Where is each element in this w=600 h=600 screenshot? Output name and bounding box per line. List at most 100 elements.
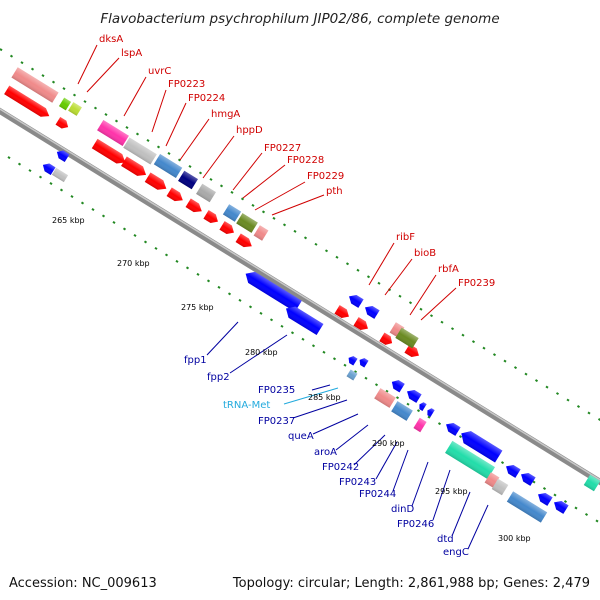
scale-tick-label: 280 kbp	[245, 348, 278, 357]
gc-dot	[269, 318, 274, 322]
leader-line	[123, 76, 147, 117]
gene-label: FP0239	[458, 278, 495, 289]
gene-block	[51, 167, 69, 183]
leader-line	[292, 399, 348, 419]
gc-dot	[303, 236, 308, 240]
leader-line	[409, 274, 437, 316]
leader-line	[375, 441, 398, 480]
leader-line	[368, 242, 395, 286]
gc-dot	[41, 74, 45, 78]
gene-label: FP0224	[188, 93, 225, 104]
gene-block	[365, 306, 380, 319]
leader-line	[283, 387, 339, 405]
gc-dot	[458, 435, 463, 439]
gc-dot	[356, 268, 360, 272]
gc-dot	[553, 493, 557, 497]
gc-dot	[301, 337, 305, 341]
gene-label: engC	[443, 547, 469, 558]
gene-block	[4, 85, 50, 117]
gene-block	[419, 402, 427, 411]
gc-dot	[59, 188, 64, 192]
gc-dot	[38, 175, 43, 179]
scale-tick-label: 295 kbp	[435, 487, 468, 496]
gene-block	[123, 137, 157, 165]
gene-block	[346, 369, 358, 381]
gc-dot	[524, 372, 528, 376]
gene-block	[219, 221, 234, 234]
gene-block	[334, 305, 349, 318]
gc-dot	[17, 162, 22, 166]
gc-dot	[9, 54, 14, 58]
leader-line	[335, 424, 369, 451]
gene-label: dinD	[391, 504, 414, 515]
gene-label: FP0243	[339, 477, 376, 488]
leader-line	[254, 181, 306, 211]
gene-block	[506, 465, 521, 478]
gc-dot	[440, 320, 444, 324]
leader-line	[165, 102, 187, 147]
gene-label: FP0242	[322, 462, 359, 473]
gene-block	[348, 356, 358, 366]
gene-block	[58, 97, 72, 111]
gene-block	[404, 344, 419, 357]
gene-block	[521, 473, 536, 486]
gc-dot	[343, 363, 347, 367]
gene-block	[484, 472, 500, 488]
gene-block	[391, 401, 413, 421]
leader-line	[311, 384, 331, 391]
gene-block	[413, 417, 427, 433]
gc-dot	[125, 126, 129, 130]
gc-dot	[83, 100, 87, 104]
leader-line	[312, 413, 359, 435]
gc-dot	[240, 197, 245, 201]
gene-label: FP0229	[307, 171, 344, 182]
gc-dot	[366, 275, 371, 279]
gc-dot	[532, 480, 536, 484]
gc-dot	[101, 214, 106, 218]
gc-dot	[154, 246, 158, 250]
gene-label: FP0228	[287, 155, 324, 166]
gc-dot	[427, 415, 431, 419]
gc-dot	[175, 259, 179, 263]
gc-dot	[471, 340, 476, 344]
gene-label: hmgA	[211, 109, 240, 120]
leader-line	[353, 434, 386, 466]
gene-block	[491, 478, 509, 496]
gc-dot	[135, 132, 140, 136]
gene-block	[144, 172, 167, 190]
leader-line	[467, 504, 489, 550]
gc-dot	[406, 402, 410, 406]
gc-dot	[198, 171, 203, 175]
gc-dot	[146, 139, 150, 142]
gc-dot	[513, 366, 518, 370]
gene-label: bioB	[414, 248, 436, 259]
gene-block	[97, 120, 129, 146]
gene-block	[506, 491, 548, 523]
gc-dot	[206, 279, 211, 283]
gc-dot	[112, 220, 116, 224]
gene-block	[55, 117, 69, 129]
gene-block	[236, 213, 258, 233]
gc-dot	[545, 385, 549, 389]
gc-dot	[332, 357, 337, 361]
gene-features	[4, 67, 600, 523]
gc-dot	[114, 119, 119, 123]
gene-block	[554, 501, 569, 514]
gc-dot	[217, 285, 221, 289]
scale-tick-label: 265 kbp	[52, 216, 85, 225]
gc-dot	[576, 405, 581, 409]
gc-dot	[51, 80, 56, 84]
leader-line	[232, 152, 263, 191]
gene-label: FP0237	[258, 416, 295, 427]
gc-dot	[322, 350, 326, 354]
gc-dot	[377, 281, 381, 285]
leader-line	[202, 135, 235, 179]
gene-block	[446, 423, 461, 436]
gc-dot	[395, 396, 400, 400]
leader-line	[271, 194, 325, 216]
gc-dot	[364, 376, 368, 380]
gc-dot	[230, 190, 234, 194]
gene-label: queA	[288, 431, 314, 442]
leader-line	[86, 57, 120, 93]
